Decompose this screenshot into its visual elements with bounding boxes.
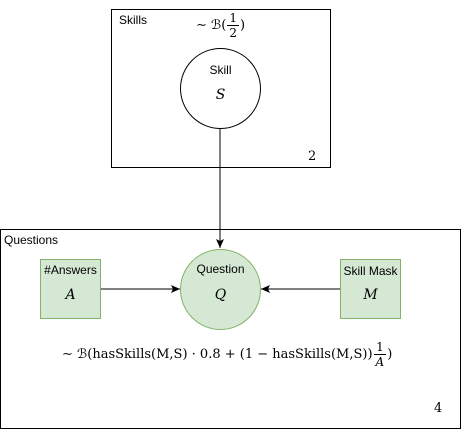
skills-plate-count: 2 bbox=[308, 149, 317, 164]
question-node[interactable]: Question Q bbox=[180, 249, 261, 330]
question-dist-denominator: A bbox=[375, 355, 385, 369]
skill-node-variable: S bbox=[215, 87, 226, 103]
skill-mask-node-title: Skill Mask bbox=[343, 264, 398, 278]
question-distribution-formula: ∼ ℬ(hasSkills(M,S) · 0.8 + (1 − hasSkill… bbox=[62, 341, 392, 368]
skill-prior-denominator: 2 bbox=[229, 26, 237, 40]
skills-plate-label: Skills bbox=[119, 13, 148, 27]
skill-mask-node-variable: M bbox=[363, 287, 378, 303]
skill-node[interactable]: Skill S bbox=[180, 48, 261, 129]
question-dist-suffix: ) bbox=[387, 347, 393, 362]
question-node-title: Question bbox=[196, 262, 245, 276]
skill-node-title: Skill bbox=[209, 63, 232, 77]
answers-node-variable: A bbox=[65, 287, 76, 303]
answers-node-title: #Answers bbox=[44, 263, 97, 277]
skill-prior-fraction: 1 2 bbox=[227, 12, 239, 39]
question-dist-fraction: 1 A bbox=[374, 341, 387, 368]
skill-prior-prefix: ∼ ℬ( bbox=[196, 18, 227, 33]
questions-plate-label: Questions bbox=[4, 233, 59, 247]
question-dist-numerator: 1 bbox=[374, 340, 386, 355]
skill-mask-node[interactable]: Skill Mask M bbox=[340, 259, 401, 319]
skill-prior-suffix: ) bbox=[239, 18, 246, 33]
question-dist-prefix: ∼ ℬ(hasSkills(M,S) · 0.8 + (1 − hasSkill… bbox=[62, 347, 373, 362]
question-node-variable: Q bbox=[214, 287, 227, 303]
questions-plate-count: 4 bbox=[434, 401, 443, 416]
skill-prior-formula: ∼ ℬ( 1 2 ) bbox=[196, 12, 245, 39]
skill-prior-numerator: 1 bbox=[227, 11, 239, 26]
answers-node[interactable]: #Answers A bbox=[40, 259, 101, 319]
